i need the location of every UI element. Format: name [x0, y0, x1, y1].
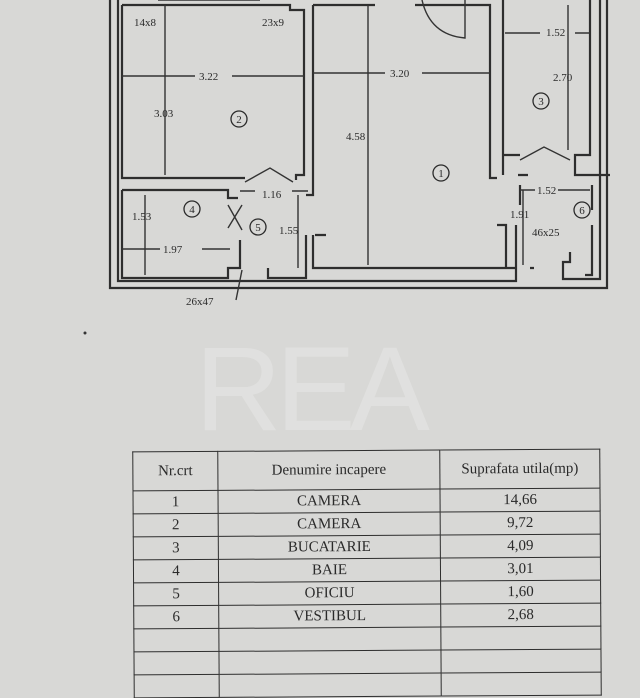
cell-name: BAIE	[218, 558, 441, 583]
room-number-5: 5	[255, 222, 261, 234]
cell-nr: 5	[133, 582, 219, 606]
room-1-walls	[306, 3, 516, 270]
room-4-walls	[120, 188, 308, 280]
dim-label: 1.52	[537, 185, 556, 197]
room-2-walls	[120, 3, 306, 180]
dim-label: 14x8	[134, 17, 157, 29]
table-row-empty	[133, 626, 601, 652]
dim-label: 26x47	[186, 296, 214, 308]
room-6-walls	[518, 173, 594, 277]
dim-label: 3.03	[154, 108, 174, 120]
room-3-walls	[501, 0, 610, 177]
rooms-table: Nr.crt Denumire incapere Suprafata utila…	[132, 449, 602, 698]
dim-label: 23x9	[262, 17, 285, 29]
cell-nr: 3	[133, 536, 219, 560]
outer-wall	[108, 0, 609, 290]
room-numbers: 1 2 3 4 5 6	[183, 92, 591, 236]
doors	[227, 146, 571, 231]
dim-label: 1.91	[510, 209, 529, 221]
header-area: Suprafata utila(mp)	[439, 449, 600, 490]
room-number-3: 3	[538, 96, 544, 108]
cell-area: 9,72	[440, 511, 601, 536]
table-header-row: Nr.crt Denumire incapere Suprafata utila…	[132, 449, 600, 491]
cell-name: OFICIU	[218, 581, 441, 606]
room-number-2: 2	[236, 114, 242, 126]
room-number-6: 6	[579, 205, 585, 217]
dim-label: 1.52	[546, 27, 565, 39]
dim-label: 1.55	[279, 225, 299, 237]
dimension-lines	[122, 5, 590, 301]
header-name: Denumire incapere	[217, 450, 440, 491]
cell-name: VESTIBUL	[218, 604, 441, 629]
cell-area: 4,09	[440, 534, 601, 559]
dim-label: 3.20	[390, 68, 410, 80]
cell-nr: 2	[133, 513, 219, 537]
dim-label: 1.16	[262, 189, 282, 201]
dim-label: 3.22	[199, 71, 218, 83]
cell-name: CAMERA	[218, 512, 441, 537]
table-row-empty	[133, 649, 602, 675]
dim-label: 46x25	[532, 227, 560, 239]
cell-name: CAMERA	[217, 489, 441, 514]
dim-label: 1.97	[163, 244, 183, 256]
dim-label: 1.53	[132, 211, 152, 223]
floor-plan: 14x8 23x9 3.22 3.03 3.20 4.58 1.52 2.70 …	[83, 0, 610, 440]
cell-area: 1,60	[440, 580, 601, 605]
table-row-empty	[134, 672, 602, 698]
speck	[83, 331, 87, 335]
room-number-1: 1	[438, 168, 444, 180]
cell-nr: 1	[132, 490, 219, 514]
entrance-door-arc	[421, 0, 466, 39]
dim-label: 2.70	[553, 72, 573, 84]
dim-label: 4.58	[346, 131, 366, 143]
watermark-logo: REA	[195, 322, 430, 440]
header-nr: Nr.crt	[132, 451, 218, 491]
cell-area: 2,68	[440, 603, 601, 628]
cell-area: 14,66	[439, 488, 601, 513]
room-number-4: 4	[189, 204, 195, 216]
cell-name: BUCATARIE	[218, 535, 441, 560]
dimension-labels: 14x8 23x9 3.22 3.03 3.20 4.58 1.52 2.70 …	[132, 17, 573, 308]
cell-area: 3,01	[440, 557, 601, 582]
cell-nr: 6	[133, 605, 219, 629]
cell-nr: 4	[133, 559, 219, 583]
